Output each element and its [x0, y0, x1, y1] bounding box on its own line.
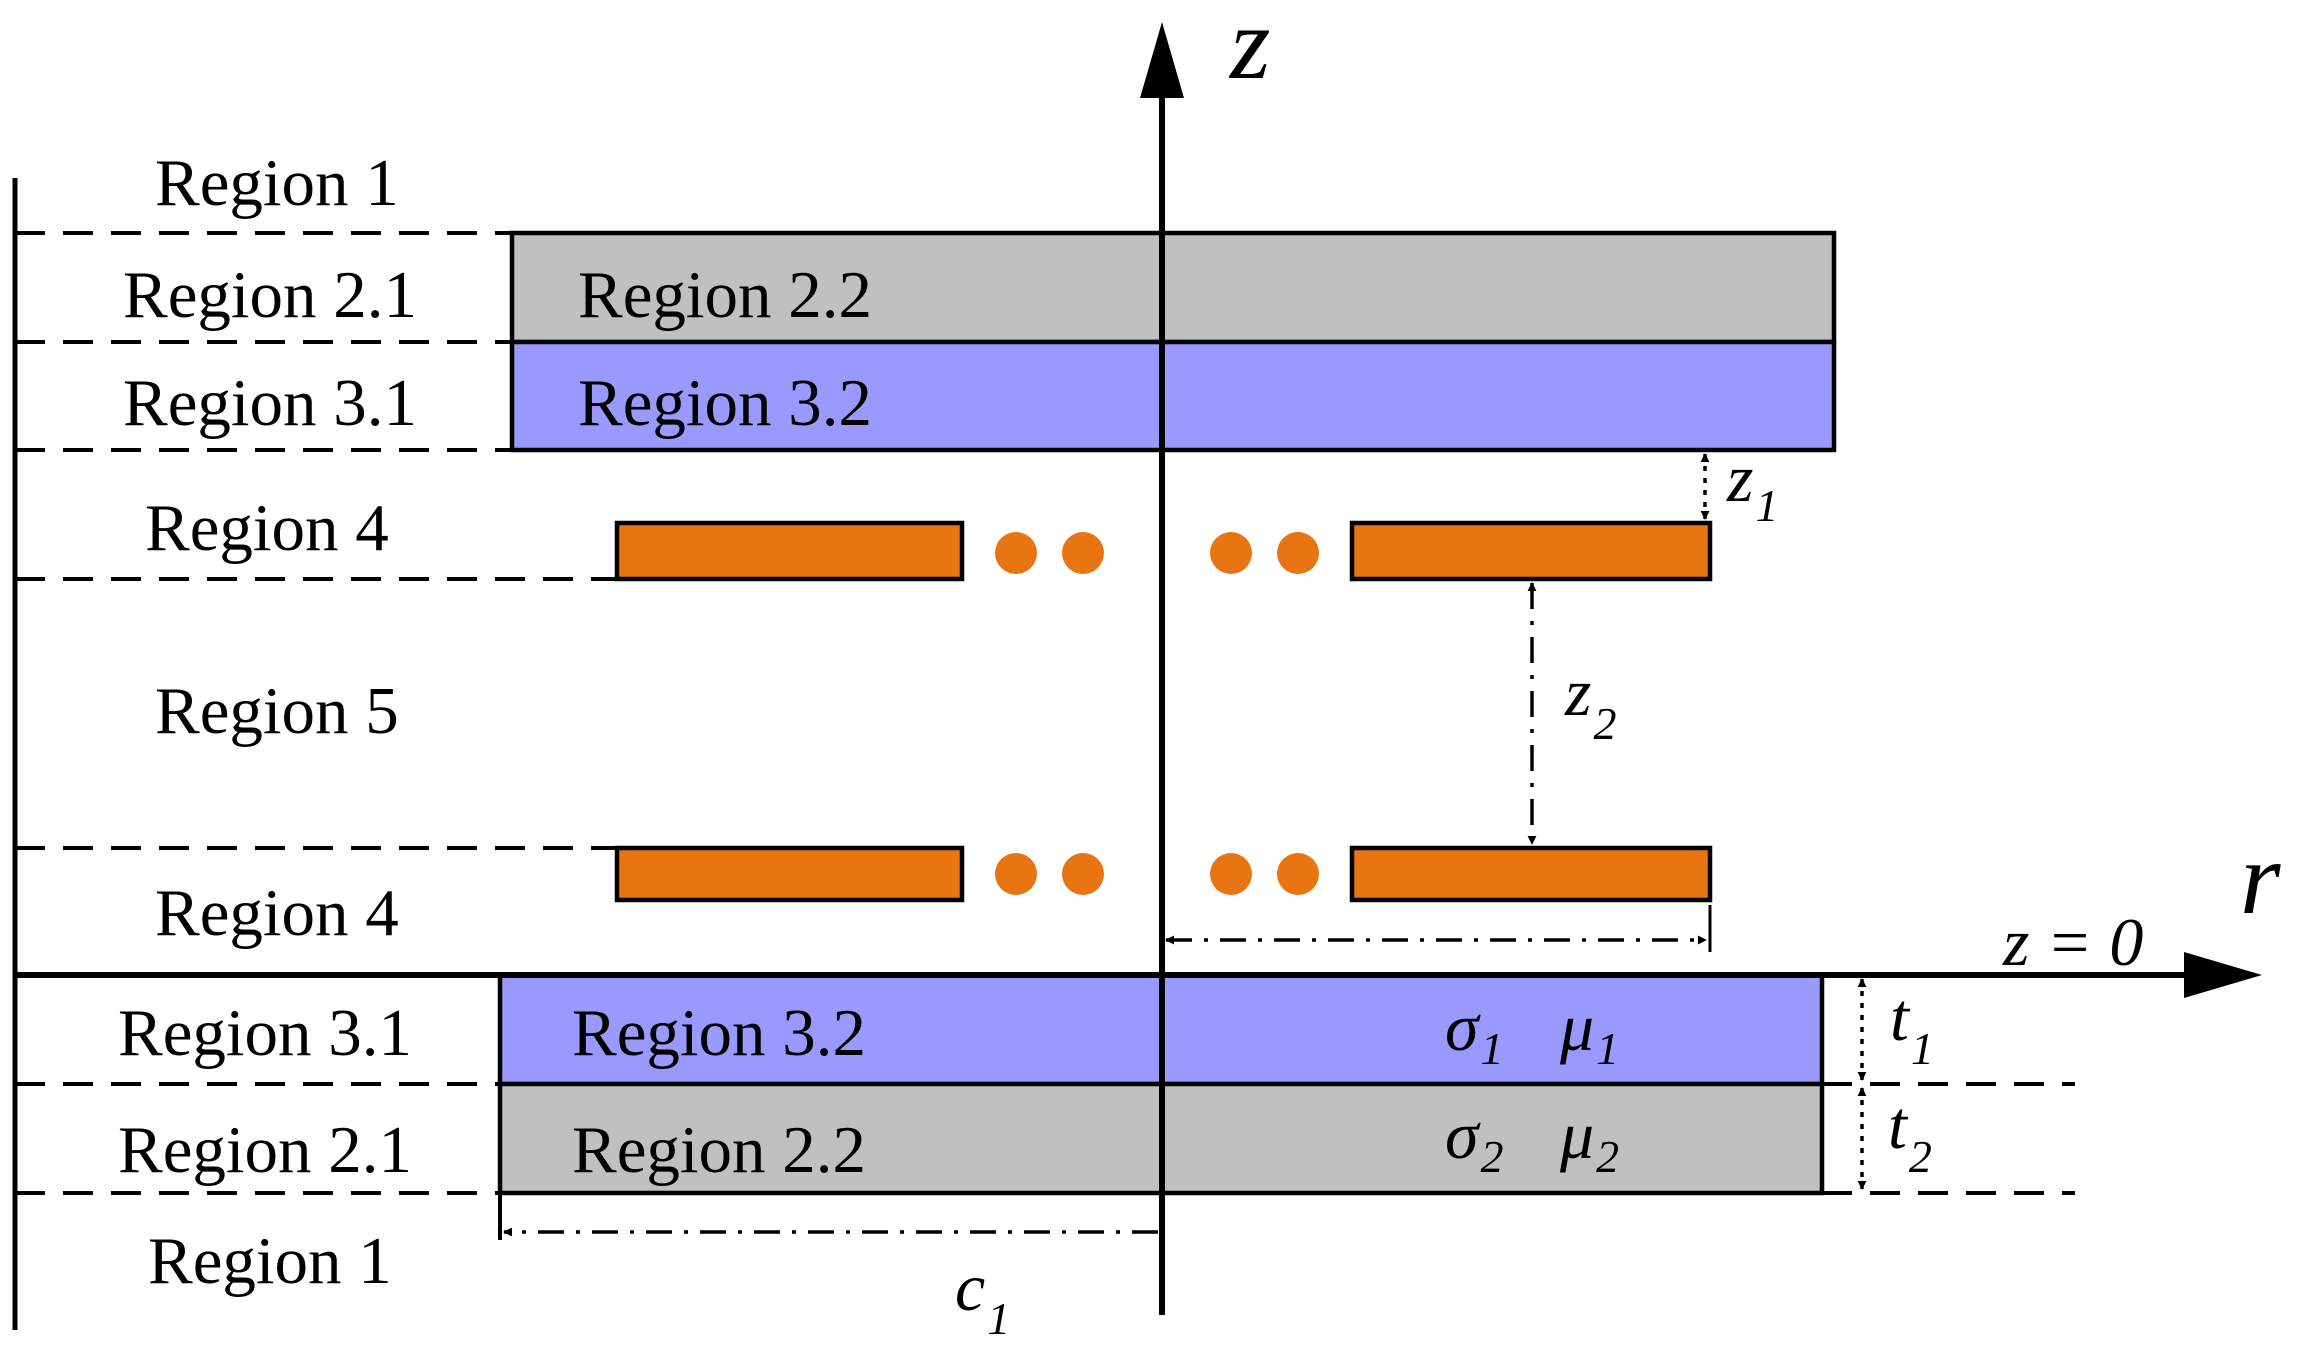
sigma1-label: σ1 [1445, 989, 1504, 1074]
coil-dot [995, 853, 1037, 895]
z2-label: z2 [1564, 654, 1616, 749]
coil-dot [1277, 532, 1319, 574]
region-2-1-top-label: Region 2.1 [123, 258, 417, 332]
region-3-2-top-label: Region 3.2 [578, 366, 872, 440]
t2-label: t2 [1888, 1087, 1932, 1182]
region-5-label: Region 5 [155, 674, 399, 748]
origin-label: z = 0 [2002, 904, 2143, 980]
region-1-bottom-label: Region 1 [148, 1224, 392, 1298]
z-axis-arrowhead [1140, 22, 1184, 98]
sigma2-label: σ2 [1445, 1097, 1504, 1182]
c1-label: c1 [955, 1249, 1010, 1344]
mu1-label: μ1 [1559, 989, 1619, 1074]
coil-dot [995, 532, 1037, 574]
region-1-top-label: Region 1 [155, 146, 399, 220]
r-axis-arrowhead [2184, 952, 2262, 998]
coil-dot [1210, 853, 1252, 895]
coil-dot [1062, 532, 1104, 574]
coil-dot [1277, 853, 1319, 895]
mu2-label: μ2 [1559, 1097, 1619, 1182]
region-3-1-bottom-label: Region 3.1 [118, 996, 412, 1070]
upper-coil-bar-left [614, 520, 965, 582]
region-3-1-top-label: Region 3.1 [123, 366, 417, 440]
coil-dot [1210, 532, 1252, 574]
region-3-2-bottom-label: Region 3.2 [572, 996, 866, 1070]
top-blue-layer [509, 339, 1837, 453]
t1-label: t1 [1890, 979, 1934, 1074]
region-4-upper-label: Region 4 [145, 491, 389, 565]
z1-label: z1 [1726, 440, 1778, 531]
region-2-2-bottom-label: Region 2.2 [572, 1113, 866, 1187]
region-4-lower-label: Region 4 [155, 876, 399, 950]
lower-coil-bar-left [614, 845, 965, 903]
z-axis-label: z [1228, 0, 1270, 101]
region-2-2-top-label: Region 2.2 [578, 258, 872, 332]
upper-coil-bar-right [1349, 520, 1713, 582]
lower-coil-bar-right [1349, 845, 1713, 903]
region-2-1-bottom-label: Region 2.1 [118, 1113, 412, 1187]
r-axis-label: r [2240, 821, 2281, 936]
coil-dot [1062, 853, 1104, 895]
